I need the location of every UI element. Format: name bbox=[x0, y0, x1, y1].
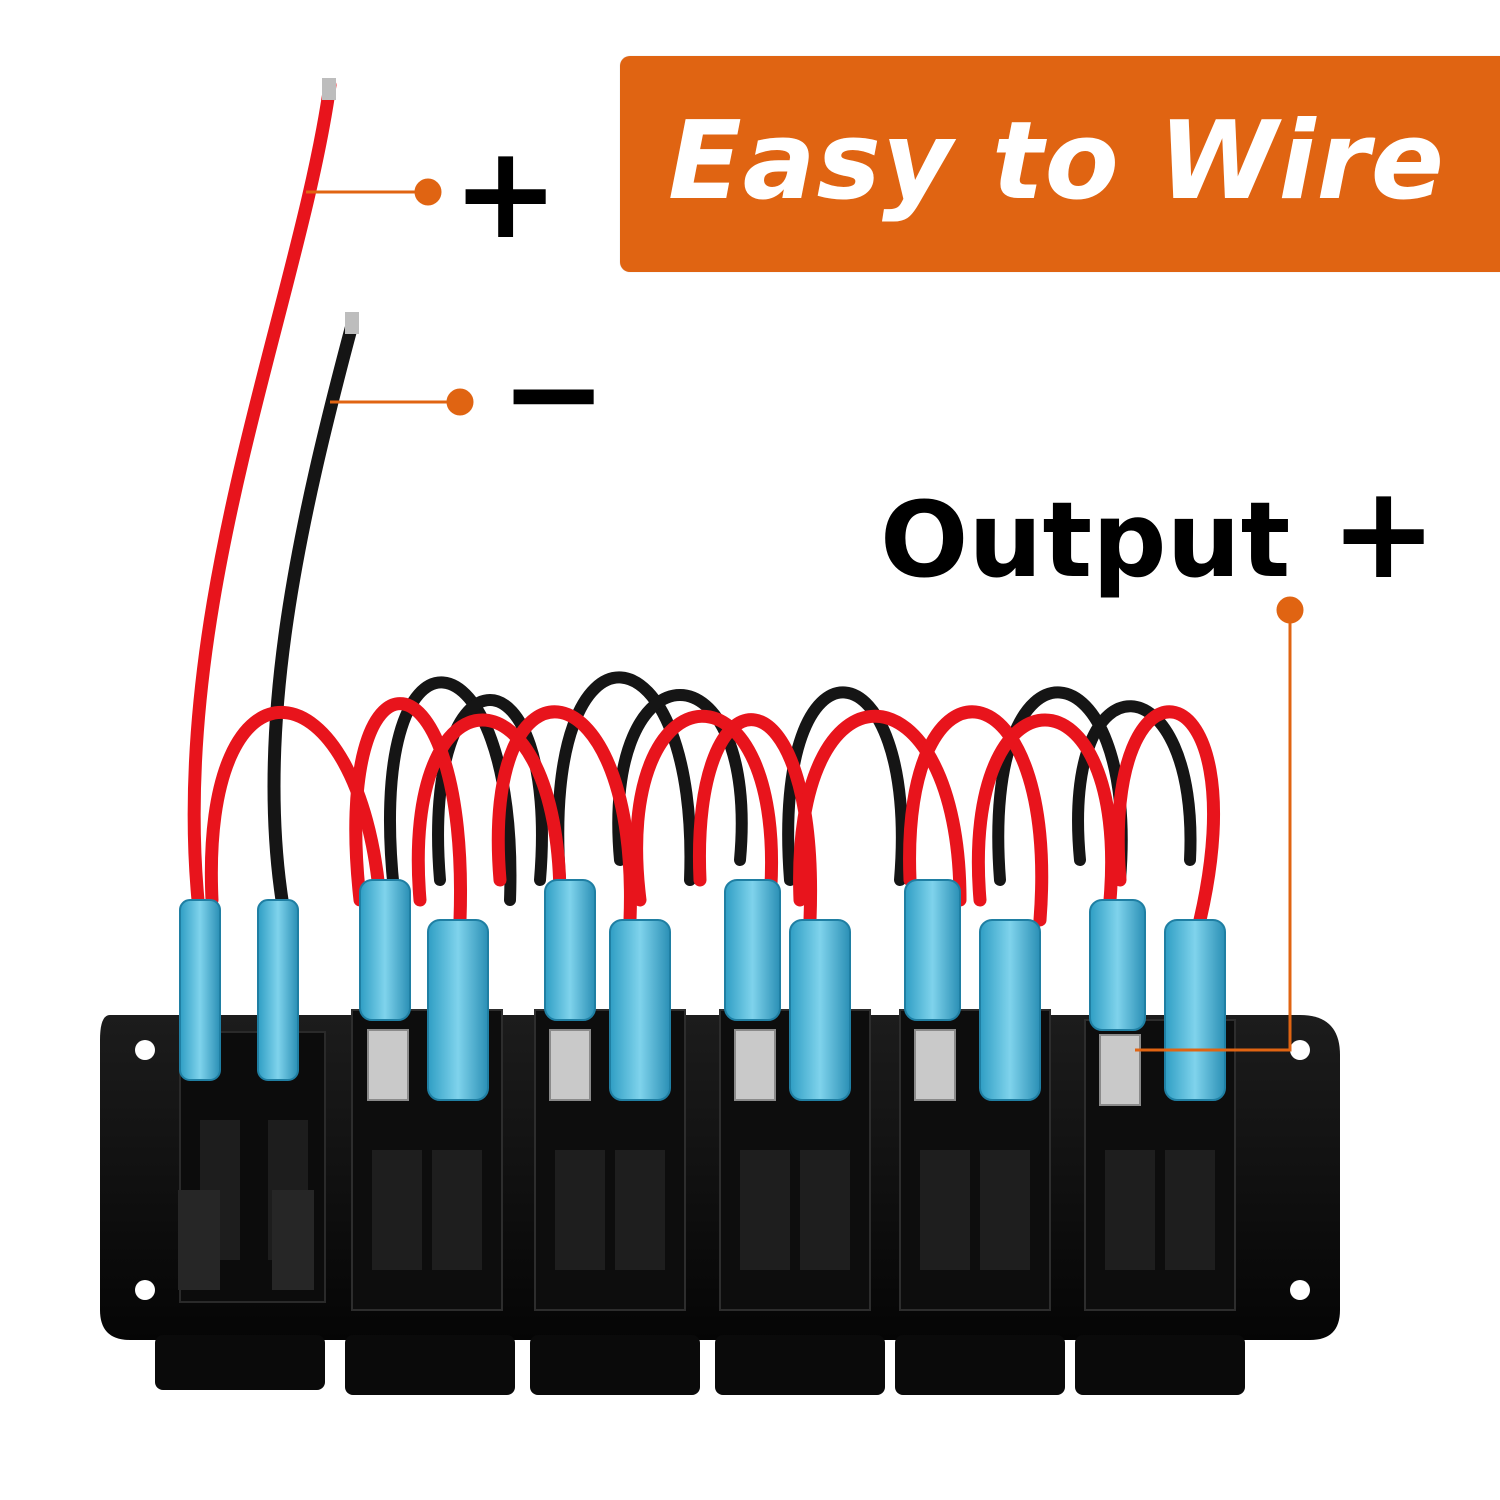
negative-label: − bbox=[500, 319, 608, 468]
black-input-wire bbox=[267, 318, 359, 907]
black-jumper-wires bbox=[384, 671, 1197, 906]
output-sign-label: + bbox=[1330, 459, 1438, 608]
blue-connectors bbox=[179, 879, 1226, 1101]
spade-terminals bbox=[367, 1029, 1141, 1106]
mounting-holes bbox=[135, 1040, 1310, 1300]
red-input-wire bbox=[187, 78, 337, 907]
callout-lines bbox=[306, 178, 1304, 1052]
rocker-details bbox=[372, 1150, 1215, 1270]
title-banner bbox=[620, 56, 1500, 272]
red-jumper-wires bbox=[204, 697, 1221, 927]
output-label: Output bbox=[880, 479, 1291, 601]
positive-label: + bbox=[452, 119, 560, 268]
switch-bottoms bbox=[155, 1335, 1245, 1395]
banner-title: Easy to Wire bbox=[668, 99, 1446, 224]
